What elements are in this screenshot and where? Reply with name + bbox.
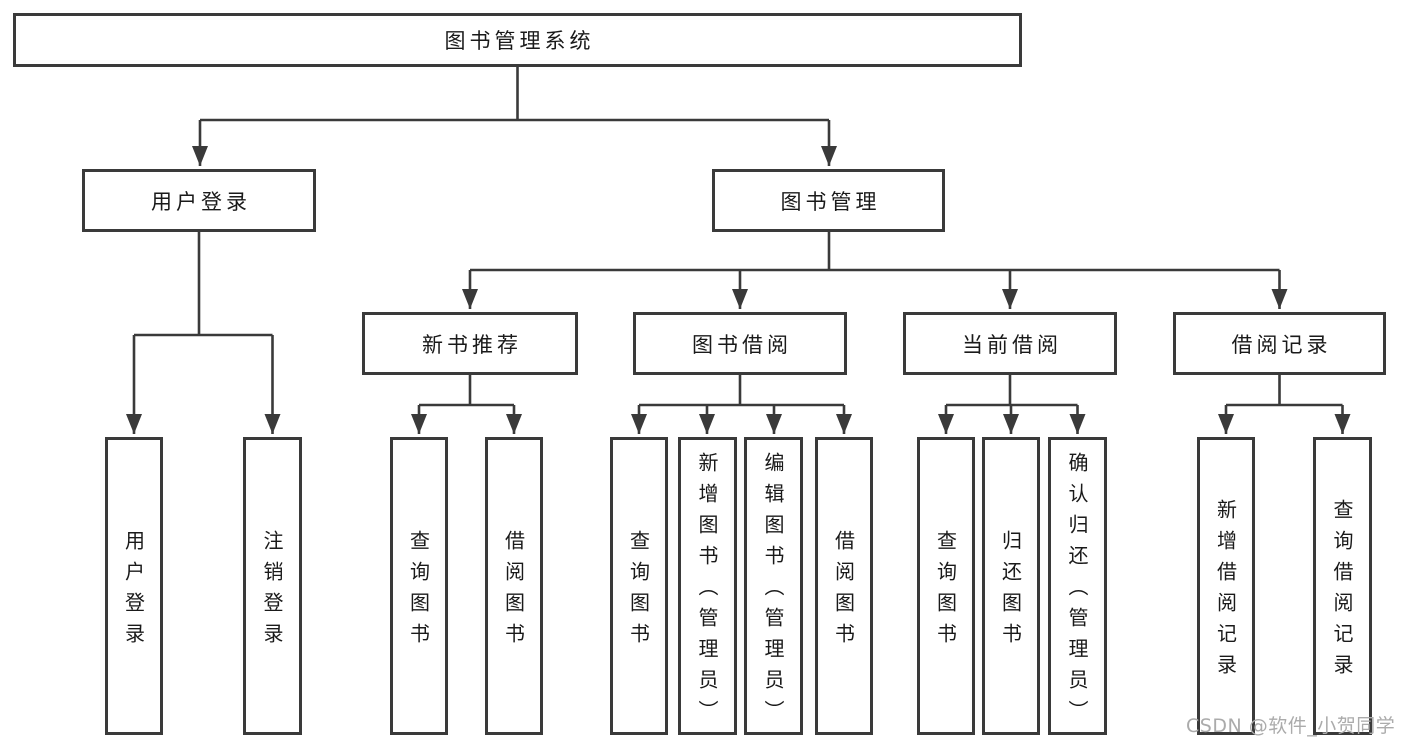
leaf-edit-book-admin-label: 编辑图书（管理员） xyxy=(761,452,785,731)
node-user-login-label: 用户登录 xyxy=(151,189,251,214)
leaf-borrow-books-recommend: 借阅图书 xyxy=(485,437,543,735)
leaf-query-books-borrow-label: 查询图书 xyxy=(626,529,651,654)
leaf-query-borrow-record: 查询借阅记录 xyxy=(1313,437,1372,735)
leaf-borrow-books-label: 借阅图书 xyxy=(831,529,856,654)
leaf-borrow-books-recommend-label: 借阅图书 xyxy=(501,529,526,654)
node-root: 图书管理系统 xyxy=(13,13,1022,67)
leaf-return-books-label: 归还图书 xyxy=(998,529,1023,654)
node-borrow-records: 借阅记录 xyxy=(1173,312,1386,375)
leaf-query-books-recommend: 查询图书 xyxy=(390,437,448,735)
leaf-query-borrow-record-label: 查询借阅记录 xyxy=(1330,498,1354,685)
leaf-add-borrow-record: 新增借阅记录 xyxy=(1197,437,1255,735)
leaf-add-book-admin-label: 新增图书（管理员） xyxy=(695,452,719,731)
leaf-edit-book-admin: 编辑图书（管理员） xyxy=(744,437,803,735)
leaf-logout-label: 注销登录 xyxy=(260,529,284,654)
node-book-management: 图书管理 xyxy=(712,169,945,232)
node-new-book-recommend-label: 新书推荐 xyxy=(422,332,522,357)
node-current-borrow: 当前借阅 xyxy=(903,312,1117,375)
leaf-query-books-current-label: 查询图书 xyxy=(933,529,958,654)
node-book-borrow-label: 图书借阅 xyxy=(692,332,792,357)
node-user-login: 用户登录 xyxy=(82,169,316,232)
leaf-add-borrow-record-label: 新增借阅记录 xyxy=(1213,498,1238,685)
leaf-return-books: 归还图书 xyxy=(982,437,1040,735)
leaf-user-login-label: 用户登录 xyxy=(121,529,146,654)
node-root-label: 图书管理系统 xyxy=(444,29,595,53)
leaf-borrow-books: 借阅图书 xyxy=(815,437,873,735)
node-current-borrow-label: 当前借阅 xyxy=(962,332,1062,357)
watermark: CSDN @软件_小贺同学 xyxy=(1186,715,1396,737)
node-borrow-records-label: 借阅记录 xyxy=(1231,332,1332,357)
leaf-query-books-current: 查询图书 xyxy=(917,437,975,735)
node-book-borrow: 图书借阅 xyxy=(633,312,847,375)
leaf-query-books-borrow: 查询图书 xyxy=(610,437,668,735)
leaf-confirm-return-admin-label: 确认归还（管理员） xyxy=(1065,452,1089,731)
leaf-confirm-return-admin: 确认归还（管理员） xyxy=(1048,437,1107,735)
node-new-book-recommend: 新书推荐 xyxy=(362,312,578,375)
node-book-management-label: 图书管理 xyxy=(780,189,881,214)
leaf-query-books-recommend-label: 查询图书 xyxy=(406,529,431,654)
leaf-user-login: 用户登录 xyxy=(105,437,163,735)
leaf-add-book-admin: 新增图书（管理员） xyxy=(678,437,737,735)
leaf-logout: 注销登录 xyxy=(243,437,302,735)
